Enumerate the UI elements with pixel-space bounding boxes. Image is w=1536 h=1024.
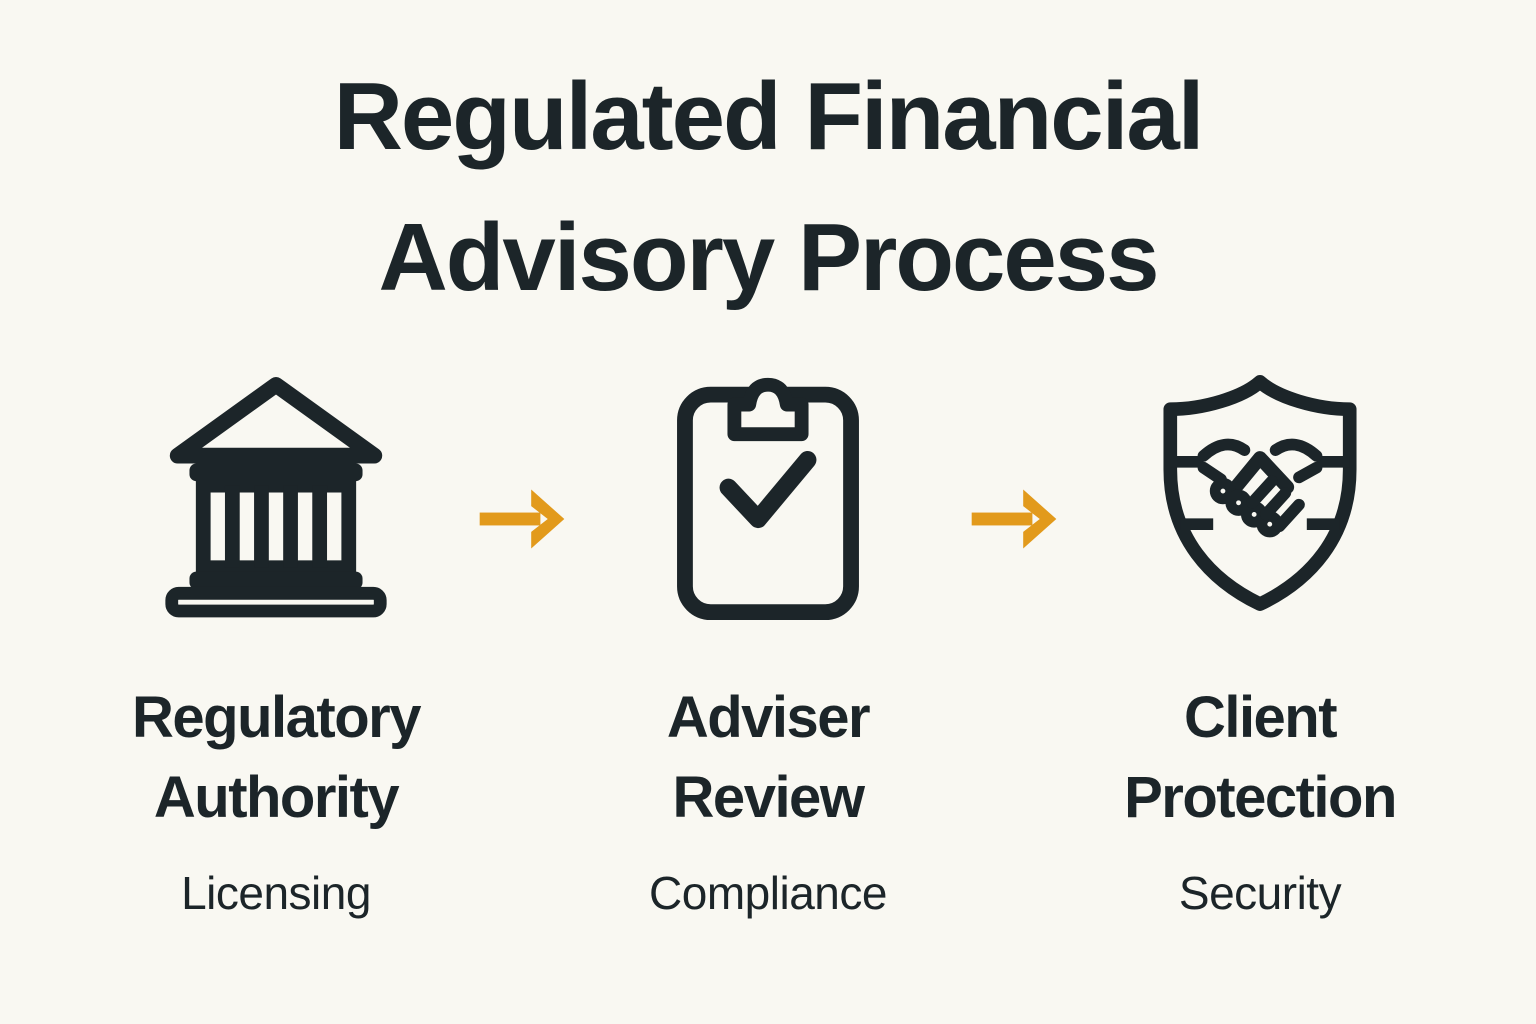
clipboard-check-icon [673,364,863,622]
step-sublabel: Security [1178,867,1342,920]
step-sublabel: Compliance [649,867,887,920]
shield-handshake-icon [1143,364,1377,622]
step-label: Adviser Review [666,685,871,831]
arrow-right-icon [968,482,1060,556]
step-label: Regulatory Authority [132,685,421,831]
step-regulatory-authority: Regulatory Authority Licensing [76,364,476,920]
step-sublabel: Licensing [181,867,371,920]
arrow-right-icon [476,482,568,556]
bank-icon [158,364,394,622]
step-client-protection: Client Protection Security [1060,364,1460,920]
step-adviser-review: Adviser Review Compliance [568,364,968,920]
process-row: Regulatory Authority Licensing Adviser R… [76,364,1460,920]
step-label: Client Protection [1124,685,1397,831]
page-title: Regulated Financial Advisory Process [333,63,1205,312]
